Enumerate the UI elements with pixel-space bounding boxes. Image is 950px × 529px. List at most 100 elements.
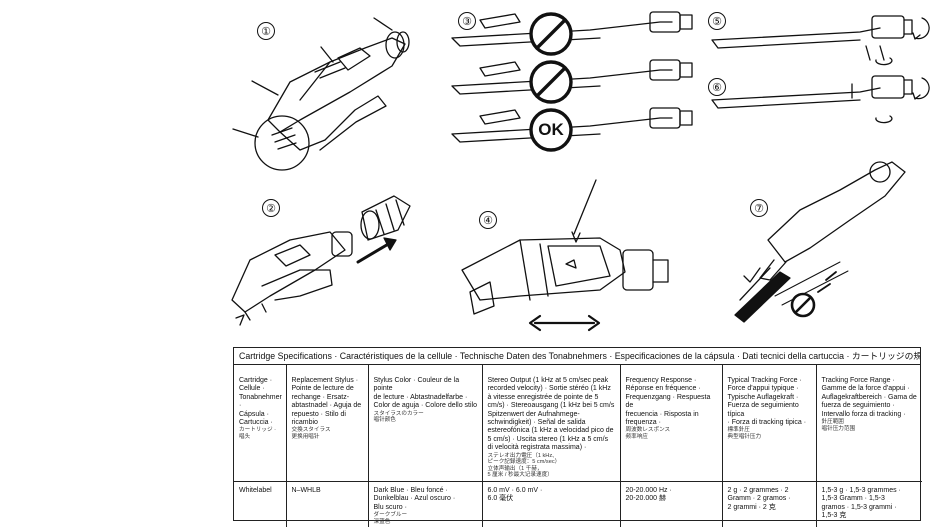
cell-text-line: Cartuccia ·: [239, 419, 273, 427]
step4-mounting-drawing: [461, 179, 669, 332]
cell-text-line: schwindigkeit) · Señal de salida: [487, 419, 586, 427]
cell-text-line: 20-20.000 Hz ·: [625, 487, 672, 495]
cell-cjk-line: 唱头: [239, 434, 251, 441]
cell-cjk-line: 典型唱针压力: [727, 434, 762, 441]
cell-cjk-line: 唱针压力范围: [821, 425, 856, 432]
cell-text-line: Cápsula ·: [239, 410, 269, 418]
cell-text-line: Frequenzgang · Respuesta de: [625, 393, 711, 410]
cell-text-line: à vitesse enregistrée de pointe de 5: [487, 393, 599, 401]
cell-text-line: 1,5-3 g · 1,5-3 grammes ·: [821, 487, 901, 495]
cell-text-line: 2 grammi · 2 克: [727, 503, 776, 511]
cell-text-line: gramos · 1,5-3 grammi ·: [821, 503, 897, 511]
cell-text-line: N–WHLB: [291, 487, 321, 495]
cell-text-line: Gamme de la force d'appui ·: [821, 385, 910, 393]
table-row: Whitelabel N–WHLB Dark Blue · Bleu foncé ·…: [234, 481, 922, 528]
step2-cartridge-drawing: [231, 195, 411, 326]
table-cell: N–WHLB: [286, 481, 369, 528]
step7-cleaning-drawing: [734, 161, 906, 323]
cell-cjk-line: 频率响应: [625, 434, 648, 441]
table-header-row: Cartridge ·Cellule ·Tonabnehmer ·Cápsula…: [234, 365, 922, 483]
cell-cjk-line: スタイラスのカラー: [373, 410, 424, 417]
cell-text-line: fuerza de seguimiento ·: [821, 402, 895, 410]
cell-cjk-line: ピーク記録速度：5 cm/sec）: [487, 459, 561, 466]
ok-badge-label: OK: [538, 120, 564, 139]
cell-text-line: Force d'appui typique ·: [727, 385, 799, 393]
step-number-4: ④: [479, 211, 497, 229]
step-number-1: ①: [257, 22, 275, 40]
cell-text-line: 2 g · 2 grammes · 2: [727, 487, 789, 495]
cell-text-line: di velocità registrata massima) ·: [487, 444, 587, 452]
cell-cjk-line: 交換スタイラス: [291, 427, 331, 434]
cell-text-line: · Forza di tracking tipica ·: [727, 419, 807, 427]
cell-text-line: Tonabnehmer ·: [239, 393, 282, 410]
cell-text-line: Gramm · 2 gramos ·: [727, 495, 791, 503]
cell-text-line: abtastnadel · Aguja de: [291, 402, 362, 410]
table-header-cell: Typical Tracking Force ·Force d'appui ty…: [722, 365, 817, 483]
cell-text-line: Blu scuro ·: [373, 503, 407, 511]
table-header-cell: Frequency Response ·Réponse en fréquence…: [620, 365, 723, 483]
cell-text-line: 20-20.000 赫: [625, 495, 666, 503]
table-cell: 1,5-3 g · 1,5-3 grammes ·1,5-3 Gramm · 1…: [816, 482, 922, 528]
step-number-7: ⑦: [750, 199, 768, 217]
cell-text-line: Dunkelblau · Azul oscuro ·: [373, 495, 456, 503]
cell-cjk-line: ダークブルー: [373, 512, 408, 519]
cell-text-line: Typische Auflagekraft ·: [727, 393, 799, 401]
step-number-5: ⑤: [708, 12, 726, 30]
cell-text-line: Tracking Force Range ·: [821, 377, 895, 384]
table-cell: 20-20.000 Hz ·20-20.000 赫: [620, 481, 723, 528]
cell-text-line: Fuerza de seguimiento típica: [727, 402, 799, 418]
cell-text-line: recorded velocity) · Sortie stéréo (1 kH…: [487, 385, 611, 393]
cell-text-line: Replacement Stylus ·: [291, 377, 359, 384]
cell-text-line: Stylus Color · Couleur de la pointe: [373, 377, 460, 393]
cell-cjk-line: 周波数レスポンス: [625, 427, 671, 434]
cell-text-line: frecuencia · Risposta in: [625, 410, 699, 418]
table-header-cell: Cartridge ·Cellule ·Tonabnehmer ·Cápsula…: [234, 365, 287, 483]
cell-text-line: Frequency Response ·: [625, 377, 697, 384]
cell-text-line: 6.0 毫伏: [487, 495, 514, 503]
cell-text-line: Color de aguja · Colore dello stilo: [373, 402, 478, 410]
cell-text-line: Intervallo forza di tracking ·: [821, 410, 906, 418]
cell-text-line: 5 cm/s) · Uscita stereo (1 kHz a 5 cm/s: [487, 435, 609, 443]
step1-cartridge-drawing: [232, 17, 410, 171]
cell-text-line: repuesto · Stilo di: [291, 410, 346, 418]
cell-text-line: estereofónica (1 kHz a velocidad pico de: [487, 427, 614, 435]
cell-cjk-line: 更换用唱针: [291, 434, 320, 441]
specifications-title: Cartridge Specifications · Caractéristiq…: [234, 348, 920, 365]
cell-text-line: Stereo Output (1 kHz at 5 cm/sec peak: [487, 377, 609, 384]
step-number-3: ③: [458, 12, 476, 30]
cell-cjk-line: 標準針圧: [727, 427, 750, 434]
cell-cjk-line: 深蓝色: [373, 518, 391, 525]
cell-cjk-line: 針圧範囲: [821, 419, 844, 426]
cell-text-line: Spitzenwert der Aufnahmege-: [487, 410, 580, 418]
cell-text-line: Typical Tracking Force ·: [727, 377, 802, 384]
table-header-cell: Tracking Force Range ·Gamme de la force …: [816, 365, 922, 483]
cell-text-line: Cartridge ·: [239, 377, 273, 384]
cell-text-line: rechange · Ersatz-: [291, 393, 350, 401]
cell-text-line: cm/s) · Stereoausgang (1 kHz bei 5 cm/s: [487, 402, 615, 410]
cell-cjk-line: 5 厘米 / 秒最大记录速度）: [487, 472, 553, 479]
table-header-cell: Replacement Stylus ·Pointe de lecture de…: [286, 365, 369, 483]
cell-text-line: Réponse en fréquence ·: [625, 385, 701, 393]
cell-text-line: Cellule ·: [239, 385, 265, 393]
step-number-6: ⑥: [708, 78, 726, 96]
cartridge-specifications-table: Cartridge Specifications · Caractéristiq…: [233, 347, 922, 528]
step3-alignment-drawings: [451, 11, 693, 152]
specifications-grid: Cartridge ·Cellule ·Tonabnehmer ·Cápsula…: [234, 365, 922, 528]
cell-cjk-line: カートリッジ ·: [239, 427, 276, 434]
cell-text-line: Auflagekraftbereich · Gama de: [821, 393, 917, 401]
cell-text-line: 1,5-3 Gramm · 1,5-3: [821, 495, 885, 503]
cell-cjk-line: 唱针颜色: [373, 417, 396, 424]
cell-text-line: Pointe de lecture de: [291, 385, 354, 393]
cell-text-line: 1,5-3 克: [821, 512, 847, 520]
step5-6-balance-drawings: [711, 15, 930, 124]
step-number-2: ②: [262, 199, 280, 217]
cell-text-line: de lecture · Abtastnadelfarbe ·: [373, 393, 468, 401]
cell-text-line: ricambio: [291, 419, 318, 427]
table-cell: Whitelabel: [234, 481, 287, 528]
cell-text-line: Dark Blue · Bleu foncé ·: [373, 487, 448, 495]
cell-text-line: Whitelabel: [239, 487, 272, 495]
